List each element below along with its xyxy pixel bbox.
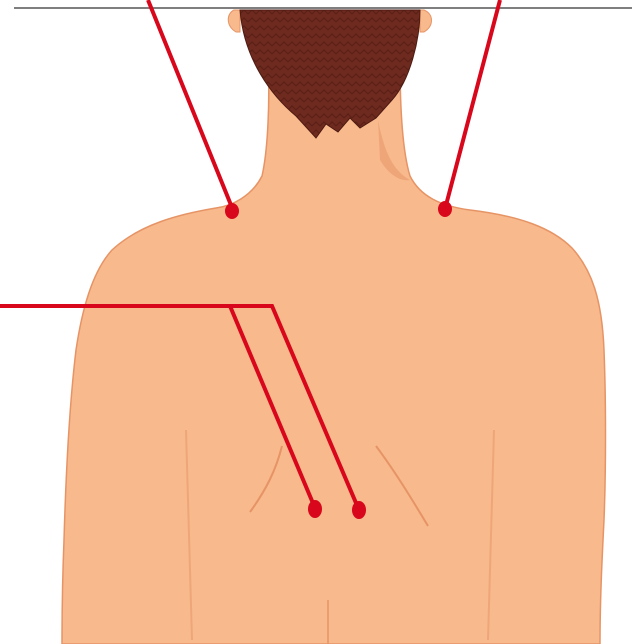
left-ear — [228, 10, 240, 32]
right-back-point — [352, 501, 366, 519]
leader-line-left-shoulder — [148, 0, 233, 210]
leader-line-right-shoulder — [445, 0, 500, 209]
right-ear — [420, 10, 432, 32]
right-shoulder-point — [438, 201, 452, 217]
left-back-point — [308, 500, 322, 518]
left-shoulder-point — [225, 203, 239, 219]
torso — [62, 60, 606, 644]
